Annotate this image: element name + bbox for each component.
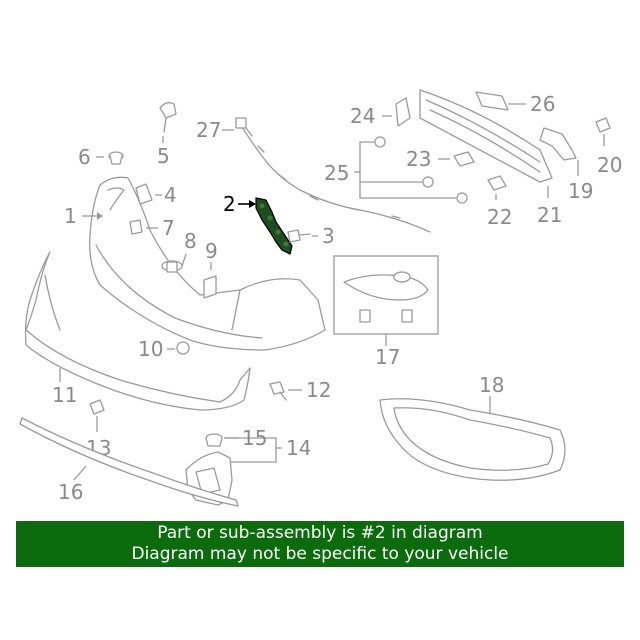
banner-line-1: Part or sub-assembly is #2 in diagram (157, 523, 483, 543)
callout-12[interactable]: 12 (306, 378, 331, 402)
callout-4[interactable]: 4 (164, 183, 177, 207)
callout-25[interactable]: 25 (324, 161, 349, 185)
callout-9[interactable]: 9 (205, 239, 218, 263)
callout-16[interactable]: 16 (58, 480, 83, 504)
info-banner: Part or sub-assembly is #2 in diagram Di… (16, 521, 624, 567)
callout-14[interactable]: 14 (286, 436, 311, 460)
part-24-bracket[interactable] (395, 97, 411, 127)
part-26-bracket[interactable] (475, 91, 509, 111)
part-20-bolt[interactable] (595, 117, 611, 133)
callout-22[interactable]: 22 (487, 205, 512, 229)
part-27-wiring-harness[interactable] (235, 117, 431, 233)
callout-18[interactable]: 18 (479, 373, 504, 397)
leader-8 (181, 253, 187, 267)
leader-2 (238, 200, 256, 208)
part-19-bracket[interactable] (539, 127, 577, 161)
part-25-bolts[interactable] (374, 136, 468, 204)
part-16-trim-strip[interactable] (19, 417, 239, 507)
part-7-nut[interactable] (129, 219, 143, 235)
callout-24[interactable]: 24 (350, 104, 375, 128)
part-10-grommet[interactable] (176, 341, 190, 355)
part-18-reflector[interactable] (379, 398, 566, 481)
callout-17[interactable]: 17 (375, 345, 400, 369)
callout-27[interactable]: 27 (196, 118, 221, 142)
part-11-lower-bumper[interactable] (24, 251, 251, 411)
callout-21[interactable]: 21 (537, 203, 562, 227)
callout-3[interactable]: 3 (322, 224, 335, 248)
callout-2[interactable]: 2 (223, 192, 236, 216)
part-2-bracket-highlighted[interactable] (255, 197, 293, 255)
callout-15[interactable]: 15 (242, 426, 267, 450)
part-15-grommet[interactable] (205, 433, 223, 447)
part-8-bolt[interactable] (161, 260, 183, 273)
callout-11[interactable]: 11 (52, 383, 77, 407)
part-1-bumper-cover[interactable] (89, 176, 326, 351)
leader-16 (73, 465, 87, 481)
callout-26[interactable]: 26 (530, 92, 555, 116)
part-21-reinforcement-beam[interactable] (419, 89, 553, 183)
part-23-bracket[interactable] (453, 151, 475, 167)
callout-5[interactable]: 5 (157, 144, 170, 168)
part-4-clip[interactable] (135, 183, 153, 205)
part-9-pad[interactable] (203, 275, 217, 299)
callout-6[interactable]: 6 (78, 145, 91, 169)
callout-19[interactable]: 19 (568, 179, 593, 203)
part-12-screw[interactable] (269, 381, 287, 401)
callout-8[interactable]: 8 (184, 229, 197, 253)
leader-1 (82, 212, 103, 220)
callout-10[interactable]: 10 (138, 337, 163, 361)
part-5-push-pin[interactable] (159, 102, 177, 133)
part-3-screw[interactable] (287, 229, 311, 243)
callout-7[interactable]: 7 (162, 216, 175, 240)
part-17-lamp-box[interactable] (333, 255, 439, 335)
callout-20[interactable]: 20 (597, 153, 622, 177)
part-13-clip[interactable] (89, 399, 105, 415)
part-6-grommet[interactable] (108, 151, 124, 165)
leader-25 (354, 141, 456, 199)
leader-14 (224, 437, 282, 463)
part-22-bracket[interactable] (487, 175, 507, 191)
callout-23[interactable]: 23 (406, 147, 431, 171)
callout-1[interactable]: 1 (64, 204, 77, 228)
banner-line-2: Diagram may not be specific to your vehi… (131, 544, 509, 564)
